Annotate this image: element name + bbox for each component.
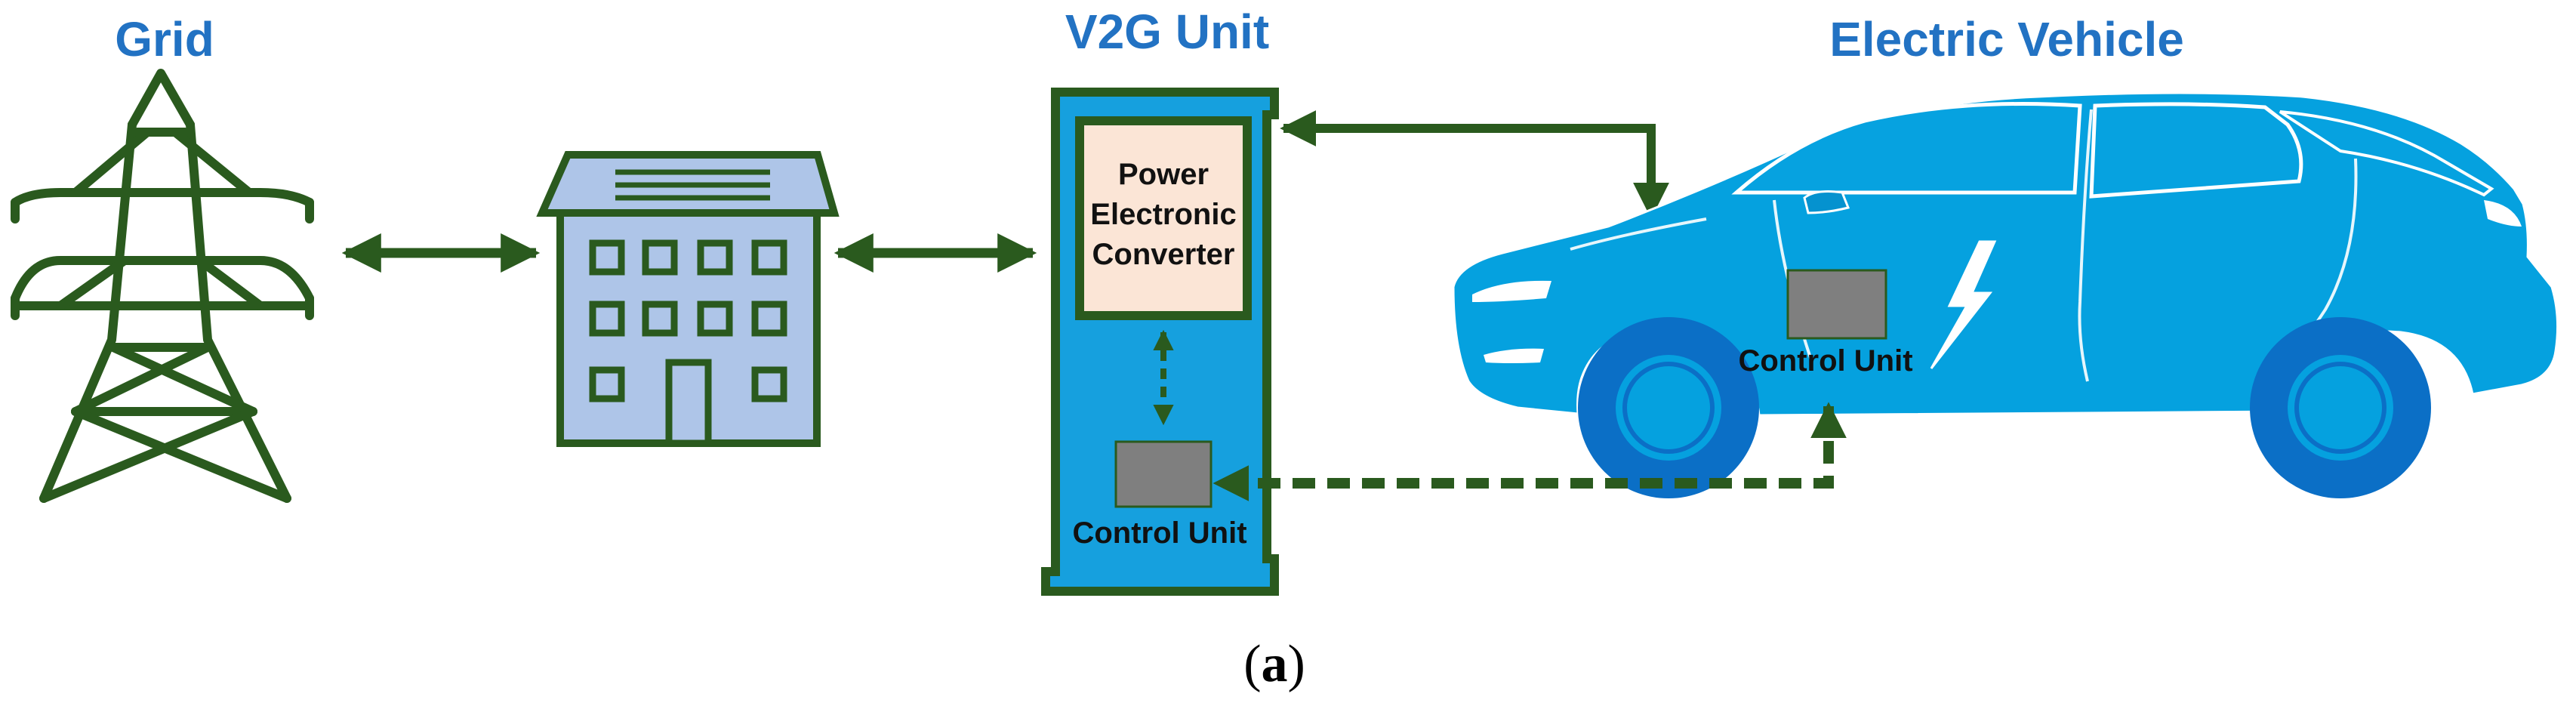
ev-control-unit-box: [1786, 269, 1887, 340]
caption-open: (: [1243, 635, 1262, 693]
electric-vehicle-title: Electric Vehicle: [1829, 12, 2184, 66]
converter-label: Power Electronic Converter: [1090, 155, 1236, 274]
caption-close: ): [1287, 635, 1305, 693]
converter-label-line-2: Electronic: [1090, 197, 1237, 231]
grid-title: Grid: [115, 12, 214, 66]
transmission-tower-icon: [11, 69, 314, 503]
figure-caption: (a): [1243, 638, 1305, 691]
power-electronic-converter-box: [1075, 116, 1252, 320]
building-icon: [536, 151, 840, 447]
electric-car-icon: [1452, 91, 2559, 498]
caption-letter: a: [1261, 635, 1288, 693]
v2g-ev-power-arrow: [1280, 110, 1669, 219]
converter-label-line-3: Converter: [1092, 237, 1235, 271]
ev-control-unit-label: Control Unit: [1738, 344, 1913, 378]
v2g-control-unit-box: [1114, 440, 1213, 508]
lightning-bolt-icon: [1930, 240, 1997, 369]
converter-label-line-1: Power: [1117, 158, 1209, 191]
v2g-control-unit-label: Control Unit: [1072, 516, 1247, 550]
ev-v2g-communication-arrow: [1213, 402, 1847, 501]
v2g-unit-title: V2G Unit: [1065, 5, 1270, 59]
